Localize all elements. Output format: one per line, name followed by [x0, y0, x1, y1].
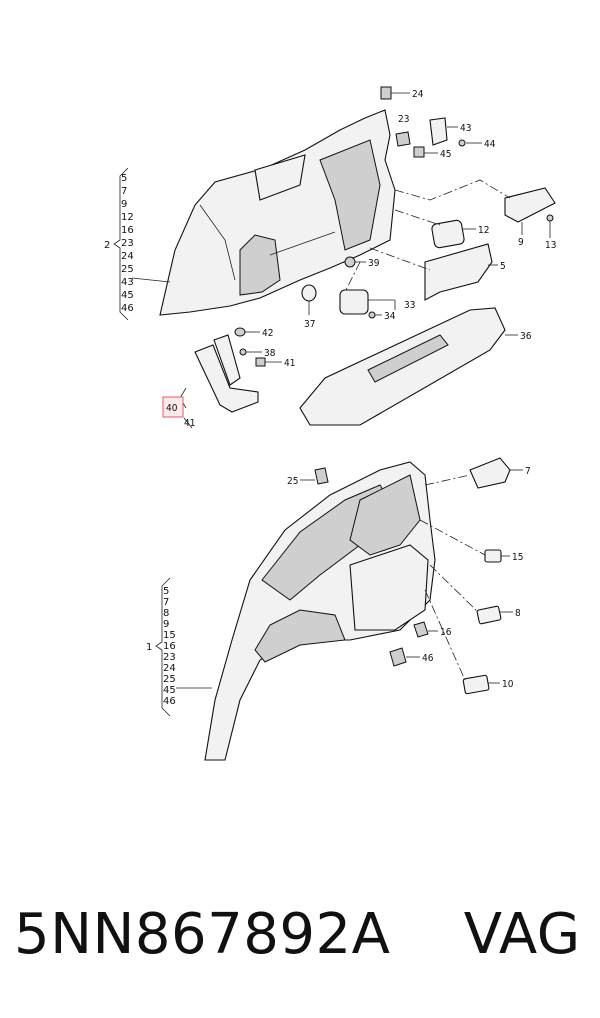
- callout-40: 40: [166, 403, 178, 414]
- handle-33: [339, 289, 369, 315]
- group-item: 7: [163, 597, 169, 608]
- group-item: 9: [163, 619, 169, 630]
- screw-44: [458, 139, 466, 147]
- cap-37: [301, 284, 317, 302]
- group-item: 43: [121, 277, 134, 288]
- upper-assembly: 24 23 43 44 45 12 9 13 5: [104, 86, 556, 429]
- callout-33: 33: [404, 300, 415, 311]
- callout-43: 43: [460, 123, 471, 134]
- parts-exploded-diagram: 24 23 43 44 45 12 9 13 5: [104, 86, 556, 761]
- upper-panel-pocket: [254, 154, 306, 201]
- callout-41: 41: [284, 358, 295, 369]
- socket-10: [462, 674, 490, 695]
- callout-5: 5: [500, 261, 506, 272]
- group-item: 45: [121, 290, 134, 301]
- group-item: 46: [163, 696, 176, 707]
- callout-39: 39: [368, 258, 380, 269]
- lower-assembly: 25 7 15 8 16 46 10 1 5: [146, 457, 531, 761]
- group-item: 23: [121, 238, 134, 249]
- group-item: 24: [163, 663, 176, 674]
- lower-panel-wheel-arch: [254, 609, 346, 663]
- group-item: 46: [121, 303, 134, 314]
- upper-panel-recess: [319, 139, 381, 251]
- callout-44: 44: [484, 139, 496, 150]
- group-item: 15: [163, 630, 176, 641]
- upper-panel-wheel-arch: [239, 234, 281, 296]
- switch-15: [484, 549, 502, 563]
- screw-38: [239, 348, 247, 356]
- callout-34: 34: [384, 311, 396, 322]
- group-label-2: 2: [104, 240, 110, 251]
- callout-45: 45: [440, 149, 451, 160]
- bracket-40: [194, 344, 259, 413]
- clip-42: [234, 327, 246, 337]
- vent-grille-9: [504, 187, 556, 223]
- grab-handle-5: [424, 243, 493, 301]
- clip-46: [389, 647, 407, 667]
- highlighted-part-box: [162, 396, 184, 418]
- callout-13: 13: [545, 240, 556, 251]
- callout-46: 46: [422, 653, 434, 664]
- group-item: 45: [163, 685, 176, 696]
- upper-group-list: 5 7 9 12 16 23 24 25 43 45 46: [121, 173, 134, 314]
- group-item: 12: [121, 212, 134, 223]
- callout-37: 37: [304, 319, 315, 330]
- callout-24: 24: [412, 89, 424, 100]
- callout-8: 8: [515, 608, 521, 619]
- group-item: 16: [121, 225, 134, 236]
- sill-trim-36-recess: [367, 334, 449, 383]
- clip-16: [413, 621, 429, 638]
- clip-45: [413, 146, 425, 158]
- callout-42: 42: [262, 328, 273, 339]
- screw-34: [368, 311, 376, 319]
- group-item: 8: [163, 608, 169, 619]
- group-item: 7: [121, 186, 127, 197]
- cover-12: [431, 219, 465, 249]
- callout-38: 38: [264, 348, 276, 359]
- bracket-43: [429, 117, 448, 146]
- group-item: 23: [163, 652, 176, 663]
- group-item: 5: [163, 586, 169, 597]
- group-item: 25: [121, 264, 134, 275]
- group-item: 24: [121, 251, 134, 262]
- screw-13: [546, 214, 554, 222]
- callout-12: 12: [478, 225, 489, 236]
- bracket-40-strap: [213, 334, 241, 386]
- callout-7: 7: [525, 466, 531, 477]
- clip-41: [255, 357, 266, 367]
- group-item: 16: [163, 641, 176, 652]
- clip-39: [344, 256, 356, 268]
- group-item: 9: [121, 199, 127, 210]
- callout-9: 9: [518, 237, 524, 248]
- callout-10: 10: [502, 679, 514, 690]
- callout-23: 23: [398, 114, 409, 125]
- callout-41-sub: 41: [184, 418, 195, 429]
- lower-group-list: 5 7 8 9 15 16 23 24 25 45 46: [163, 586, 176, 707]
- group-label-1: 1: [146, 642, 152, 653]
- clip-24: [380, 86, 392, 100]
- callout-36: 36: [520, 331, 532, 342]
- callout-16: 16: [440, 627, 452, 638]
- part-number-caption: 5NN867892A VAG: [14, 902, 581, 967]
- group-item: 5: [121, 173, 127, 184]
- lower-panel-vent-area: [349, 474, 421, 556]
- clip-23: [395, 131, 411, 147]
- vent-grille-7: [469, 457, 511, 489]
- callout-15: 15: [512, 552, 523, 563]
- group-item: 25: [163, 674, 176, 685]
- socket-8: [476, 605, 502, 625]
- lower-panel-storage: [349, 544, 429, 631]
- callout-25: 25: [287, 476, 298, 487]
- clip-25: [314, 467, 329, 485]
